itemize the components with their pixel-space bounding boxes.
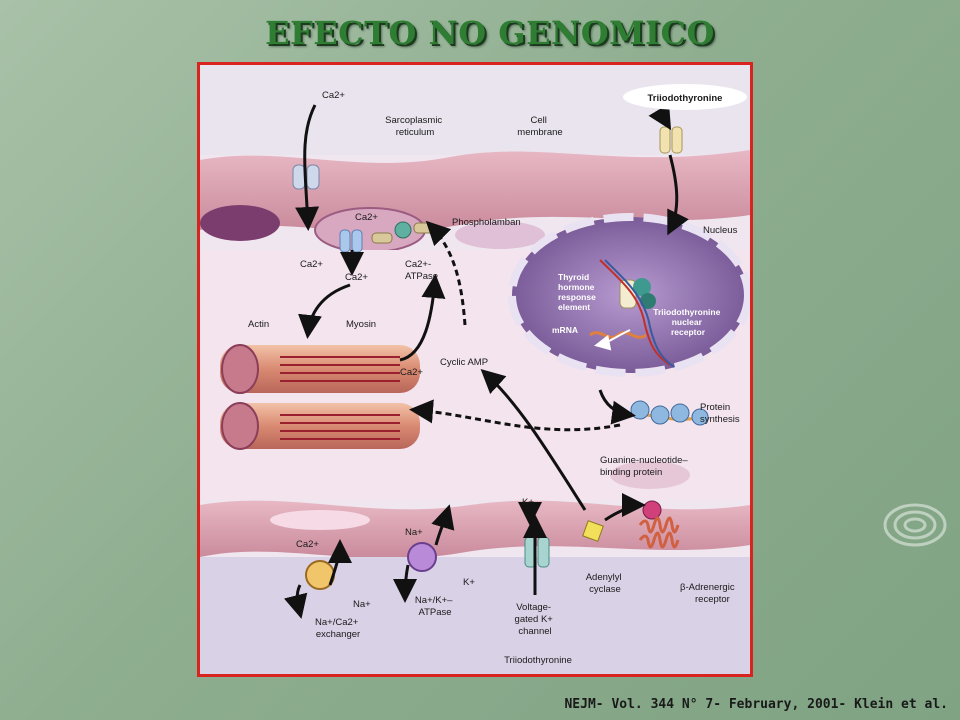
label-sarcoplasmic-reticulum: Sarcoplasmic reticulum <box>385 115 445 138</box>
slide-title: EFECTO NO GENOMICO <box>265 14 715 52</box>
label-na-top: Na+ <box>405 527 423 538</box>
label-ca-atpase: Ca2+- ATPase <box>405 259 438 282</box>
svg-text:Ca2+: Ca2+ <box>322 90 345 101</box>
label-triiodothyronine-top: Triiodothyronine <box>623 84 747 110</box>
label-ca-myosin: Ca2+ <box>400 367 423 378</box>
label-na-ca-exchanger: Na+/Ca2+ exchanger <box>315 617 361 640</box>
camp-to-phospholamban-arrow <box>425 220 467 326</box>
label-sr-ca: Ca2+ <box>355 212 378 223</box>
label-triiodothyronine-bottom: Triiodothyronine <box>504 655 572 666</box>
cell-membrane-bottom <box>200 500 750 559</box>
label-actin: Actin <box>248 319 269 330</box>
beta-adrenergic-receptor-shape <box>638 500 680 549</box>
mrna-strand <box>589 331 647 339</box>
phospholamban-shape <box>371 221 435 244</box>
label-myosin: Myosin <box>346 319 376 330</box>
label-thyroid-hormone-response-element: Thyroid hormone response element <box>558 272 598 312</box>
label-ca-mid: Ca2+ <box>345 272 368 283</box>
label-phospholamban: Phospholamban <box>452 217 521 228</box>
calcium-channel-top <box>292 164 320 190</box>
label-k-top: K+ <box>522 497 534 508</box>
sr-vesicle <box>455 221 545 249</box>
label-protein-synthesis: Protein synthesis <box>700 402 740 425</box>
thyroid-receptor-complex <box>599 259 675 368</box>
label-mrna: mRNA <box>552 325 578 335</box>
sr-vesicle <box>200 205 280 241</box>
actin-myosin-fibers <box>220 344 420 450</box>
label-cell-membrane: Cell membrane <box>517 115 562 138</box>
label-beta-adrenergic-receptor: β-Adrenergic receptor <box>680 582 737 605</box>
cell-membrane-top <box>200 150 750 232</box>
label-cyclic-amp: Cyclic AMP <box>440 357 488 368</box>
label-na-k-atpase: Na+/K+– ATPase <box>415 595 455 618</box>
extracellular-space-bottom <box>200 557 750 674</box>
na-k-atpase-shape <box>407 542 437 572</box>
sr-calcium-channel <box>339 229 363 253</box>
cell-diagram: Ca2+ Sarcoplasmic reticulum Cell membran… <box>200 65 750 674</box>
t3-membrane-transporter <box>659 126 683 154</box>
label-t3-nuclear-receptor: Triiodothyronine nuclear receptor <box>653 307 722 337</box>
label-nucleus: Nucleus <box>703 225 738 236</box>
label-ca-left: Ca2+ <box>300 259 323 270</box>
voltage-gated-k-channel-shape <box>524 536 550 568</box>
label-ca-exchanger-top: Ca2+ <box>296 539 319 550</box>
label-voltage-gated-k-channel: Voltage- gated K+ channel <box>515 602 556 637</box>
svg-text:Triiodothyronine: Triiodothyronine <box>648 93 723 104</box>
mrna-white-arrow <box>594 329 631 351</box>
decorative-swirl <box>883 503 947 547</box>
protein-to-myosin-arrow <box>409 399 621 432</box>
label-k-pump: K+ <box>463 577 475 588</box>
adenylyl-cyclase-shape <box>582 520 604 542</box>
citation: NEJM- Vol. 344 N° 7- February, 2001- Kle… <box>564 697 948 712</box>
label-guanine-nucleotide-binding-protein: Guanine-nucleotide– binding protein <box>600 455 690 478</box>
diagram-frame: Ca2+ Sarcoplasmic reticulum Cell membran… <box>197 62 753 677</box>
label-na-exchanger: Na+ <box>353 599 371 610</box>
pathway-arrows <box>283 103 689 619</box>
label-adenylyl-cyclase: Adenylyl cyclase <box>586 572 625 595</box>
label-ca-top: Ca2+ <box>322 90 345 101</box>
